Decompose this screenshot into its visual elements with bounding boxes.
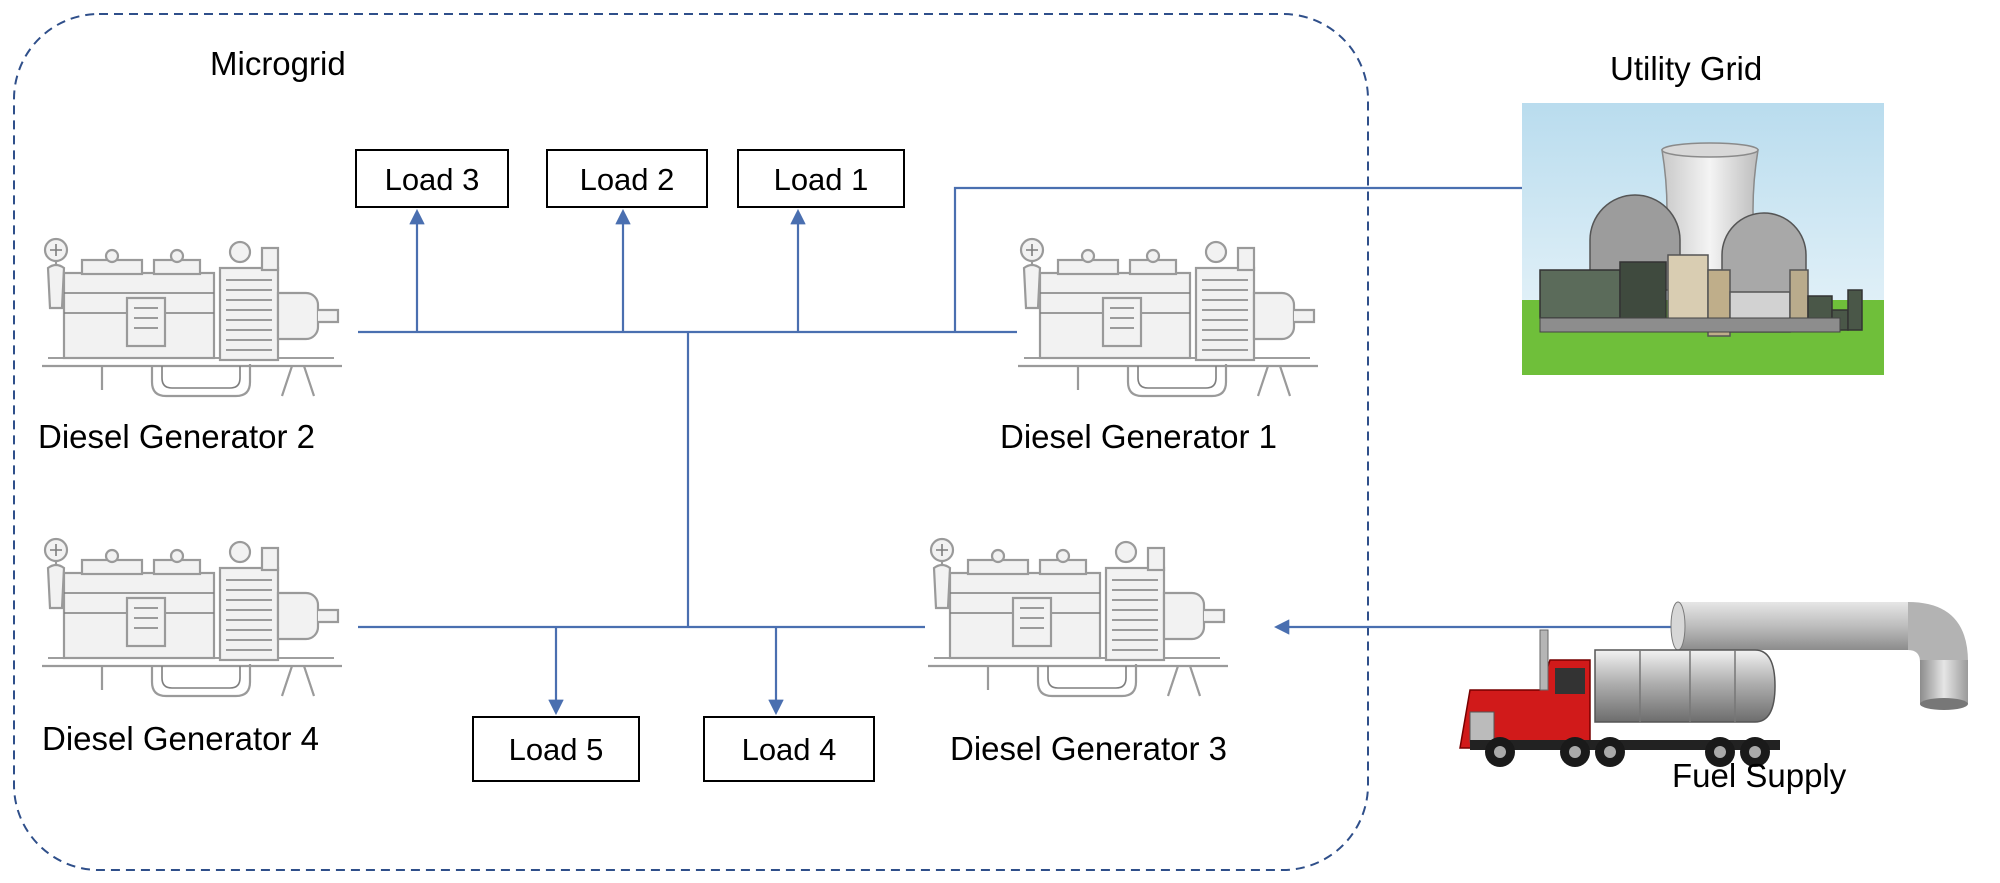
diesel-generator-4: Diesel Generator 4 — [40, 537, 344, 757]
generator-2-icon — [40, 237, 344, 398]
generator-4-label: Diesel Generator 4 — [42, 720, 319, 757]
load-5-label: Load 5 — [509, 732, 604, 767]
load-4-label: Load 4 — [742, 732, 837, 767]
diesel-generator-3: Diesel Generator 3 — [926, 537, 1230, 767]
load-3-label: Load 3 — [385, 162, 480, 197]
power-plant-icon — [1522, 103, 1884, 375]
generator-1-icon — [1016, 237, 1320, 398]
generator-1-label: Diesel Generator 1 — [1000, 418, 1277, 455]
fuel-pipe-icon — [1670, 601, 1968, 710]
diesel-generator-2: Diesel Generator 2 — [38, 237, 344, 455]
diesel-generator-1: Diesel Generator 1 — [1000, 237, 1320, 455]
fuel-supply-label: Fuel Supply — [1672, 757, 1847, 794]
load-2: Load 2 — [546, 149, 708, 208]
generator-4-icon — [40, 537, 344, 698]
generator-2-label: Diesel Generator 2 — [38, 418, 315, 455]
generator-3-label: Diesel Generator 3 — [950, 730, 1227, 767]
load-2-label: Load 2 — [580, 162, 675, 197]
load-1-label: Load 1 — [774, 162, 869, 197]
generator-3-icon — [926, 537, 1230, 698]
load-1: Load 1 — [737, 149, 905, 208]
microgrid-label: Microgrid — [210, 45, 346, 82]
fuel-truck-icon — [1459, 629, 1780, 767]
microgrid-boundary — [13, 13, 1369, 871]
load-5: Load 5 — [472, 716, 640, 782]
load-3: Load 3 — [355, 149, 509, 208]
bus-network — [358, 186, 1678, 716]
load-4: Load 4 — [703, 716, 875, 782]
utility-grid-label: Utility Grid — [1610, 50, 1762, 87]
